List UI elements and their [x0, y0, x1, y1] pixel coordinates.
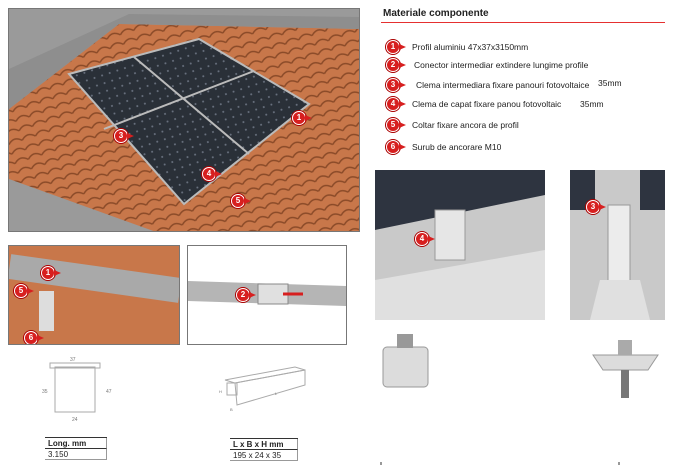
marker-1: 1 [386, 40, 406, 54]
marker-3: 3 [386, 78, 406, 92]
end-clamp-product [382, 334, 429, 388]
dim-37: 37 [70, 357, 76, 363]
marker-4: 4 [202, 167, 222, 181]
profile-length-table: Long. mm 3.150 [45, 437, 107, 460]
dim-35: 35 [42, 389, 48, 395]
profile-cross-section-drawing: 37 35 47 24 [42, 357, 112, 423]
table-value: 3.150 [45, 449, 107, 460]
bottom-line-left [380, 462, 382, 465]
table-header: Long. mm [45, 438, 107, 449]
connector-dimensions-table: L x B x H mm 195 x 24 x 35 [230, 438, 298, 461]
connector-detail-image: 2 [187, 245, 347, 345]
svg-text:L: L [275, 391, 278, 396]
table-header: L x B x H mm [230, 439, 298, 450]
anchor-detail-image: 1 5 6 [8, 245, 180, 345]
marker-5: 5 [231, 194, 251, 208]
marker-2: 2 [386, 58, 406, 72]
bottom-line-right [618, 462, 620, 465]
roof-installation-image: 1 3 4 5 [8, 8, 360, 232]
mid-clamp-product [592, 340, 659, 398]
marker-3: 3 [586, 200, 606, 214]
end-clamp-photo: 4 [375, 170, 545, 320]
marker-2: 2 [236, 288, 256, 302]
marker-4: 4 [415, 232, 435, 246]
svg-text:B: B [230, 407, 233, 412]
marker-3: 3 [114, 129, 134, 143]
table-value: 195 x 24 x 35 [230, 450, 298, 461]
marker-6: 6 [386, 140, 406, 154]
marker-1: 1 [41, 266, 61, 280]
marker-5: 5 [386, 118, 406, 132]
svg-text:H: H [219, 389, 222, 394]
section-title: Materiale componente [383, 8, 489, 19]
mid-clamp-photo: 3 [570, 170, 665, 320]
dim-24: 24 [72, 417, 78, 423]
marker-1: 1 [292, 111, 312, 125]
marker-5: 5 [14, 284, 34, 298]
marker-6: 6 [24, 331, 44, 344]
dim-47: 47 [106, 389, 112, 395]
title-divider [381, 22, 665, 23]
connector-drawing: H B L [219, 366, 306, 412]
roof-illustration [9, 14, 359, 231]
marker-4: 4 [386, 97, 406, 111]
